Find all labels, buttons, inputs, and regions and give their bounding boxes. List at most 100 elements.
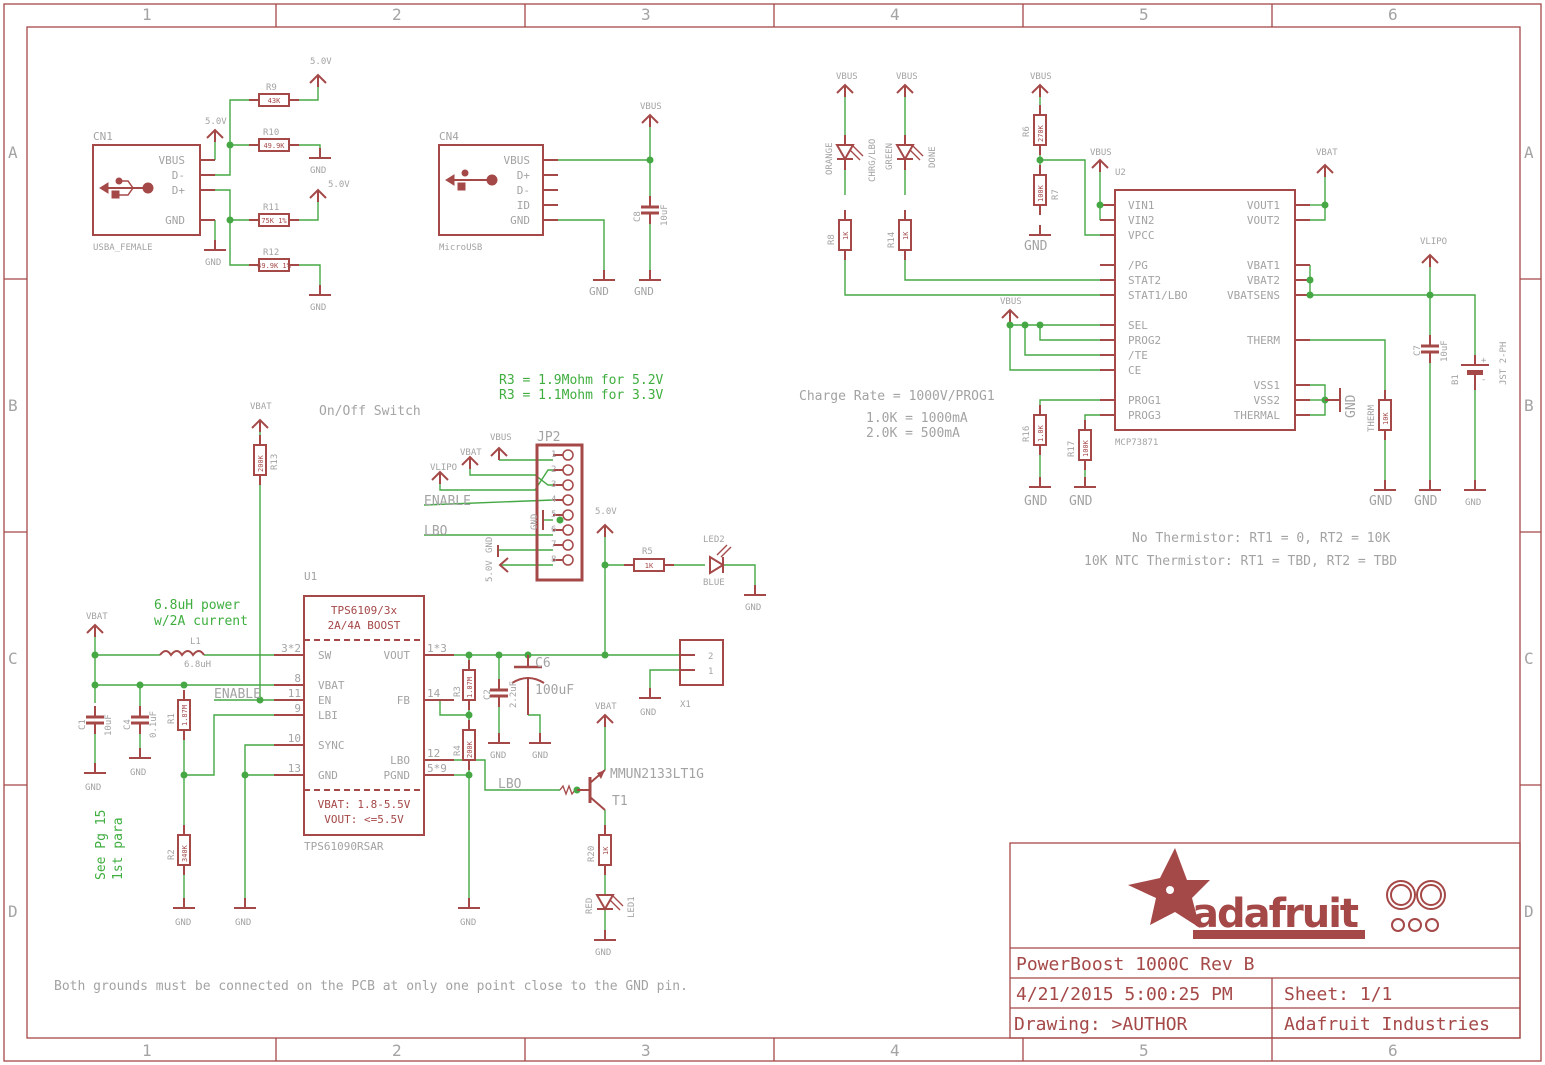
pin-number: 6 [551,525,556,535]
transistor-icon [597,770,605,779]
net-label: GND [460,918,476,928]
led-label: CHRG/LBO [868,139,878,182]
wire [844,260,1100,296]
r12-ref: R12 [263,248,279,258]
row-label: D [8,902,18,921]
r20-value: 1K [602,846,610,855]
thermistor-note: No Thermistor: RT1 = 0, RT2 = 10K [1132,531,1390,546]
r7-value: 100K [1037,184,1045,202]
pin-label: PROG1 [1128,394,1161,407]
pin-label: FB [397,694,411,707]
net-label: GND [595,948,611,958]
net-label: VBUS [1000,297,1022,307]
r12-value: 49.9K 1% [257,262,292,270]
wire [528,714,541,733]
junction-dot [1021,321,1029,329]
c1-value: 10uF [104,714,114,736]
junction-dot [91,681,99,689]
u1-title: TPS6109/3x [331,604,398,617]
column-label: 4 [890,1041,900,1060]
c2-ref: C2 [483,689,493,700]
led1-color: RED [585,898,595,914]
net-label: GND [175,918,191,928]
u1-ref: U1 [304,570,317,583]
r1-value: 1.87M [181,705,189,726]
pin-label: STAT2 [1128,274,1161,287]
net-label: ENABLE [214,687,261,702]
c4-ref: C4 [123,719,133,730]
pin-label: LBI [318,709,338,722]
ground-note: Both grounds must be connected on the PC… [54,979,688,994]
net-label: GND [490,751,506,761]
pin-label: PROG3 [1128,409,1161,422]
wire [299,264,321,285]
c6-ref: C6 [535,656,551,671]
r3-note: R3 = 1.9Mohm for 5.2V [499,373,664,388]
row-label: C [1524,649,1534,668]
header-pin [562,464,574,476]
wire [1039,399,1100,405]
wire [215,99,249,176]
wire [1084,414,1100,420]
r9-value: 43K [268,97,281,105]
led-icon [895,144,915,162]
pin-number: 10 [288,732,301,745]
switch-note: On/Off Switch [319,404,421,419]
row-label: A [8,143,18,162]
pin-label: D- [517,184,530,197]
pin-number: 2 [551,465,556,475]
charge-rate-note: 2.0K = 500mA [866,426,960,441]
r5-ref: R5 [642,547,653,557]
net-label: LBO [498,777,522,792]
u1-name: TPS61090RSAR [304,840,384,853]
wire [184,714,274,776]
junction-dot [91,651,99,659]
led-label: DONE [928,146,938,168]
jp2-ref: JP2 [537,430,560,445]
pin-number: 8 [551,555,556,565]
l1-value: 6.8uH [184,660,211,670]
drawing-frame: 1 2 3 4 5 6 1 2 3 4 5 6 A B C D A B C D [3,3,1542,1062]
title-block: adafruit PowerBoost 1000C Rev B 4/21/201… [1009,842,1521,1039]
net-label: GND [1024,239,1048,254]
u2-ref: U2 [1115,168,1126,178]
r3-note: R3 = 1.1Mohm for 3.3V [499,388,664,403]
date: 4/21/2015 5:00:25 PM [1016,984,1233,1005]
pin-label: SEL [1128,319,1148,332]
net-label: VBUS [836,72,858,82]
junction-dot [1096,201,1104,209]
wire [215,189,249,266]
column-label: 5 [1139,5,1149,24]
column-label: 4 [890,5,900,24]
pin-label: PGND [384,769,411,782]
r8-ref: R8 [827,234,837,245]
junction-dot [1036,156,1044,164]
net-label: GND [85,783,101,793]
junction-dot [495,651,503,659]
r4-value: 200K [466,740,474,758]
u2-name: MCP73871 [1115,438,1158,448]
x1-pin: 1 [708,667,713,677]
junction-dot [465,651,473,659]
pin-number: 4 [551,495,556,505]
net-label: GND [745,603,761,613]
junction-dot [1306,291,1314,299]
pin-label: VOUT2 [1247,214,1280,227]
usb-icon [99,177,154,199]
board-title: PowerBoost 1000C Rev B [1016,954,1254,975]
pin-label: VIN1 [1128,199,1155,212]
junction-dot [241,771,249,779]
column-label: 1 [142,1041,152,1060]
pin-label: VIN2 [1128,214,1155,227]
r10-ref: R10 [263,128,279,138]
r4-ref: R4 [453,745,463,756]
r16-value: 1.0K [1037,424,1045,442]
junction-dot [601,561,609,569]
drawing: Drawing: >AUTHOR [1014,1014,1188,1035]
pin-label: VOUT [384,649,411,662]
net-label: GND [1369,494,1393,509]
wire [299,144,321,148]
open-hardware-icon [1386,880,1446,932]
net-label: GND [634,285,654,298]
